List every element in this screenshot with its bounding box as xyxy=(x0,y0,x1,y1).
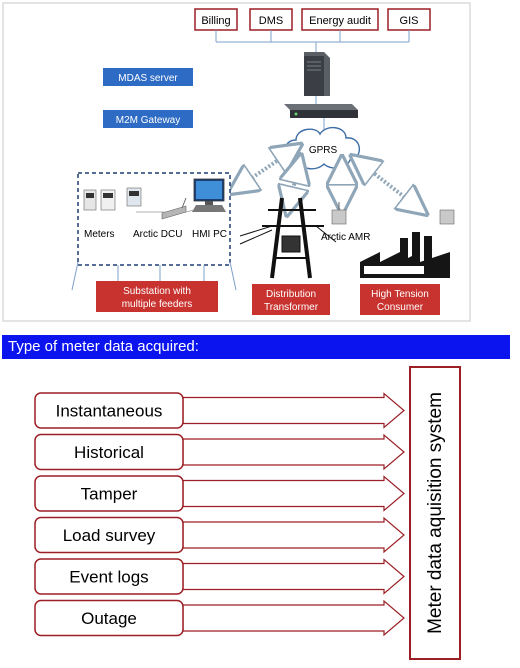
system-box-gis: GIS xyxy=(387,8,431,31)
hmi-pc-icon xyxy=(192,178,226,212)
section-banner: Type of meter data acquired: xyxy=(2,335,510,359)
arrow-2 xyxy=(182,475,405,512)
data-type-box xyxy=(34,516,184,554)
data-type-box xyxy=(34,475,184,512)
arrow-0 xyxy=(182,392,405,429)
factory-icon xyxy=(360,209,455,278)
data-type-label: Instantaneous xyxy=(56,402,163,421)
svg-text:MDAS server: MDAS server xyxy=(118,73,178,84)
svg-text:DMS: DMS xyxy=(259,15,283,27)
feeder-lines xyxy=(71,261,237,291)
system-bus-lines xyxy=(215,30,410,52)
data-type-label: Outage xyxy=(81,609,137,628)
distribution-transformer-label: Distribution Transformer xyxy=(252,284,330,315)
svg-text:GIS: GIS xyxy=(400,15,419,27)
data-type-box xyxy=(34,433,184,471)
system-box-billing: Billing xyxy=(194,8,238,31)
system-box-energy-audit: Energy audit xyxy=(301,8,379,31)
data-type-box xyxy=(34,392,184,429)
dcu-label: Arctic DCU xyxy=(133,229,182,240)
hmi-label: HMI PC xyxy=(192,229,227,240)
arrow-4 xyxy=(182,558,405,595)
banner-title: Type of meter data acquired: xyxy=(8,338,199,355)
substation-label: Substation with multiple feeders xyxy=(96,281,218,312)
amr-device-icon xyxy=(331,202,347,225)
svg-text:multiple feeders: multiple feeders xyxy=(122,299,193,310)
wireless-link-arrows xyxy=(240,152,416,206)
data-type-label: Event logs xyxy=(69,568,148,587)
data-type-box xyxy=(34,558,184,595)
data-type-label: Historical xyxy=(74,443,144,462)
svg-text:Consumer: Consumer xyxy=(377,302,424,313)
mdas-server-label: MDAS server xyxy=(103,68,193,86)
high-tension-consumer-label: High Tension Consumer xyxy=(360,284,440,315)
svg-text:Distribution: Distribution xyxy=(266,289,316,300)
transformer-pole-icon xyxy=(239,197,337,279)
data-type-box xyxy=(34,599,184,637)
gateway-rack-icon xyxy=(284,104,358,118)
data-type-label: Tamper xyxy=(81,485,138,504)
arrow-5 xyxy=(182,599,405,637)
system-label: Meter data aquisition system xyxy=(425,392,446,634)
network-diagram: Billing DMS Energy audit GIS MD xyxy=(2,2,471,322)
svg-text:High Tension: High Tension xyxy=(371,289,429,300)
system-box-dms: DMS xyxy=(249,8,293,31)
system-box: Meter data aquisition system xyxy=(409,366,461,660)
svg-text:Transformer: Transformer xyxy=(264,302,319,313)
data-type-label: Load survey xyxy=(63,526,156,545)
server-tower-icon xyxy=(304,52,330,96)
svg-text:Billing: Billing xyxy=(201,15,230,27)
amr-label: Arctic AMR xyxy=(321,232,370,243)
svg-text:GPRS: GPRS xyxy=(309,145,338,156)
svg-text:M2M Gateway: M2M Gateway xyxy=(116,115,180,126)
arrow-3 xyxy=(182,516,405,554)
svg-text:Substation with: Substation with xyxy=(123,286,191,297)
meters-label: Meters xyxy=(84,229,115,240)
meters-icon xyxy=(83,187,142,211)
arrow-1 xyxy=(182,433,405,471)
m2m-gateway-label: M2M Gateway xyxy=(103,110,193,128)
svg-text:Energy audit: Energy audit xyxy=(309,15,371,27)
